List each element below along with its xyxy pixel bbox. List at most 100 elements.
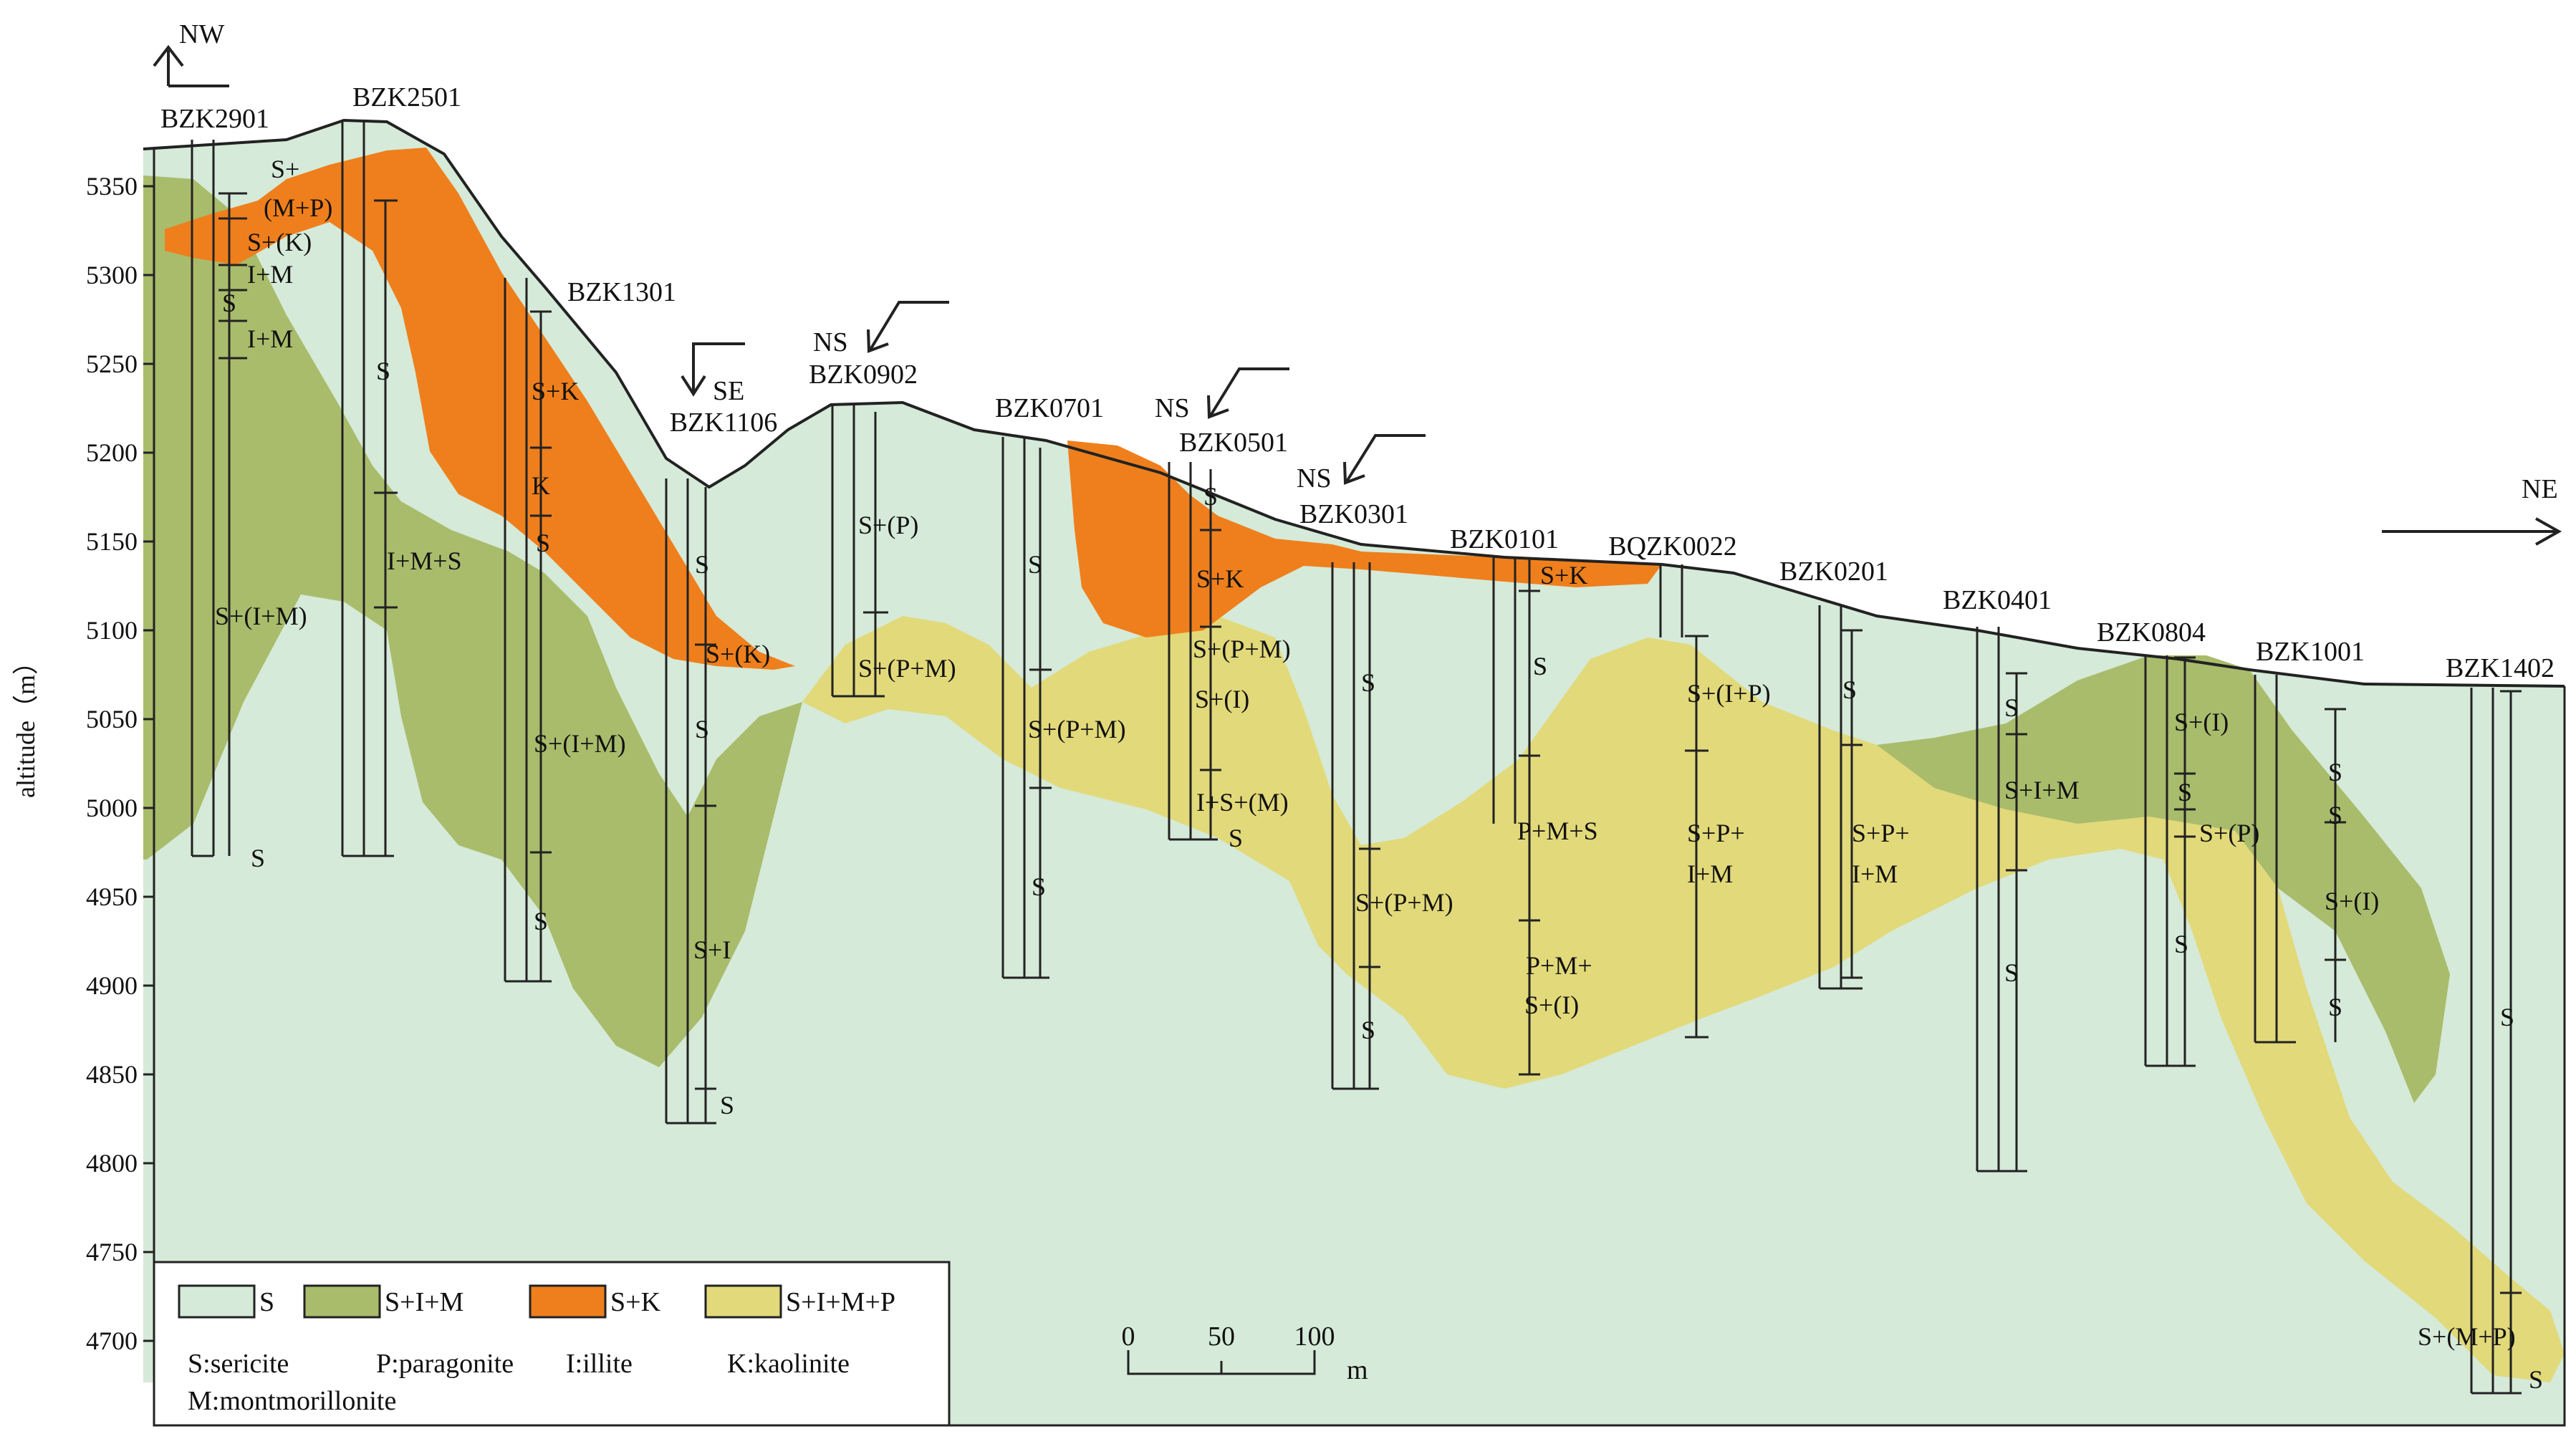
y-tick-label: 5050 [86,705,138,733]
y-tick-label: 4850 [86,1060,138,1089]
direction-ne: NE [2522,474,2558,504]
scale-label: 50 [1208,1322,1235,1352]
zone-label: I+S+(M) [1196,788,1289,817]
y-tick-label: 5300 [86,261,138,289]
surface-topography [143,118,2565,688]
zone-label: S+(I) [2174,708,2229,736]
ns-arrow-icon [867,301,949,353]
zone-label: S [2328,758,2342,786]
zone-label: S [1203,482,1218,511]
y-tick-label: 5250 [86,350,138,378]
drillhole-bzk0301 [1331,562,1379,1090]
scale-label: 0 [1122,1322,1135,1352]
zone-label: P+M+ [1526,951,1592,980]
zone-label: S+(I) [1524,991,1579,1019]
zone-label: P+M+S [1517,817,1598,845]
y-tick-label: 5150 [86,527,138,556]
zone-label: S+(P+M) [1355,888,1453,917]
zone-label: S [1229,824,1243,852]
zone-label: S+(K) [247,228,312,256]
drillhole-label: BZK1301 [567,277,676,307]
zone-label: S+K [1196,564,1244,593]
zone-label: S+(I+M) [534,729,626,758]
zone-sk-east [1067,441,1662,637]
y-tick-label: 5200 [86,438,138,467]
drillhole-label: BZK0401 [1943,585,2052,615]
zone-label: S+(P+M) [1028,715,1126,743]
y-tick-label: 5100 [86,616,138,645]
zone-label: S [1361,1016,1375,1044]
legend-abbrev: K:kaolinite [727,1349,850,1379]
zone-sim-east [1877,655,2450,1103]
zone-label: I+M [247,260,293,289]
zone-label: S [251,844,265,872]
scale-unit: m [1347,1355,1368,1385]
zone-label: I+M [1687,860,1733,888]
zone-label: S+(I+M) [215,602,307,630]
y-tick-label: 5000 [86,794,138,822]
zone-label: S [2328,993,2342,1021]
y-tick-label: 4800 [86,1149,138,1178]
nw-arrow-icon [153,44,229,87]
drillhole-labels: BZK2901 BZK2501 BZK1301 BZK1106 BZK0902 … [160,82,2555,683]
zone-label: S+(K) [706,640,770,668]
drillhole-bzk0701 [1001,437,1049,979]
zone-label: S+(P) [2199,819,2259,847]
y-tick-label: 5350 [86,172,138,201]
legend: S S+I+M S+K S+I+M+P S:sericite P:paragon… [153,1261,951,1427]
legend-abbrev: I:illite [566,1349,633,1379]
y-axis: 5350 5300 5250 5200 5150 5100 5050 5000 … [11,147,155,1425]
drillhole-label: BZK0804 [2097,617,2206,648]
drillhole-label: BZK2901 [160,104,269,134]
y-tick-label: 4950 [86,882,138,911]
zone-label: S [2004,693,2019,722]
drillholes [191,120,2522,1395]
zone-label: S [1361,668,1375,697]
zone-label: S [695,550,709,579]
zone-label: S+(P) [858,511,918,539]
legend-swatch-sim [303,1284,381,1319]
zone-label: S+K [532,377,579,405]
drillhole-label: BZK1106 [670,408,778,438]
zone-label: S [695,715,709,743]
legend-label: S+I+M [385,1287,463,1317]
drillhole-bqzk0022 [1659,564,1683,637]
zone-label: S [2328,801,2342,829]
zone-label: S+P+ [1852,819,1910,847]
zone-label: S+ [271,155,299,183]
y-tick-label: 4750 [86,1238,138,1266]
drillhole-label: BZK0201 [1779,557,1888,587]
direction-markers: NW SE NS NS NS NE [153,19,2562,546]
zone-label: S [2178,778,2192,807]
direction-nw: NW [179,19,224,49]
legend-swatch-simp [704,1284,782,1319]
drillhole-bzk1001 [2254,675,2296,1044]
zone-label: S [536,529,550,557]
zone-label: S [2174,930,2188,958]
direction-ns: NS [1155,393,1190,423]
zone-label: S+K [1540,561,1587,589]
zone-label: S [2529,1365,2543,1394]
y-axis-title: altitude（m） [11,649,40,798]
zone-label: S [222,289,236,317]
zone-label: I+M+S [387,547,462,575]
y-tick-label: 4900 [86,971,138,1000]
legend-abbrev: P:paragonite [376,1349,514,1379]
direction-ns: NS [813,327,848,357]
drillhole-bzk0401 [1976,627,2027,1173]
direction-ns: NS [1297,463,1332,494]
ns-arrow-icon [1343,434,1426,485]
legend-label: S+I+M+P [786,1287,895,1317]
zone-label: S+I [693,935,731,964]
y-tick-label: 4700 [86,1327,138,1355]
zone-simp-central [802,616,2565,1382]
zone-labels: S+ (M+P) S+(K) I+M S I+M S+(I+M) S I+M+S… [215,155,2543,1394]
drillhole-label: BZK1001 [2256,637,2365,667]
drillhole-bzk0101 [1492,557,1517,824]
zone-label: S+(M+P) [2418,1322,2516,1351]
zone-label: S+I+M [2004,776,2080,804]
zone-label: S+P+ [1687,819,1745,847]
zone-label: S [1533,652,1547,680]
drillhole-label: BZK0701 [995,393,1104,423]
